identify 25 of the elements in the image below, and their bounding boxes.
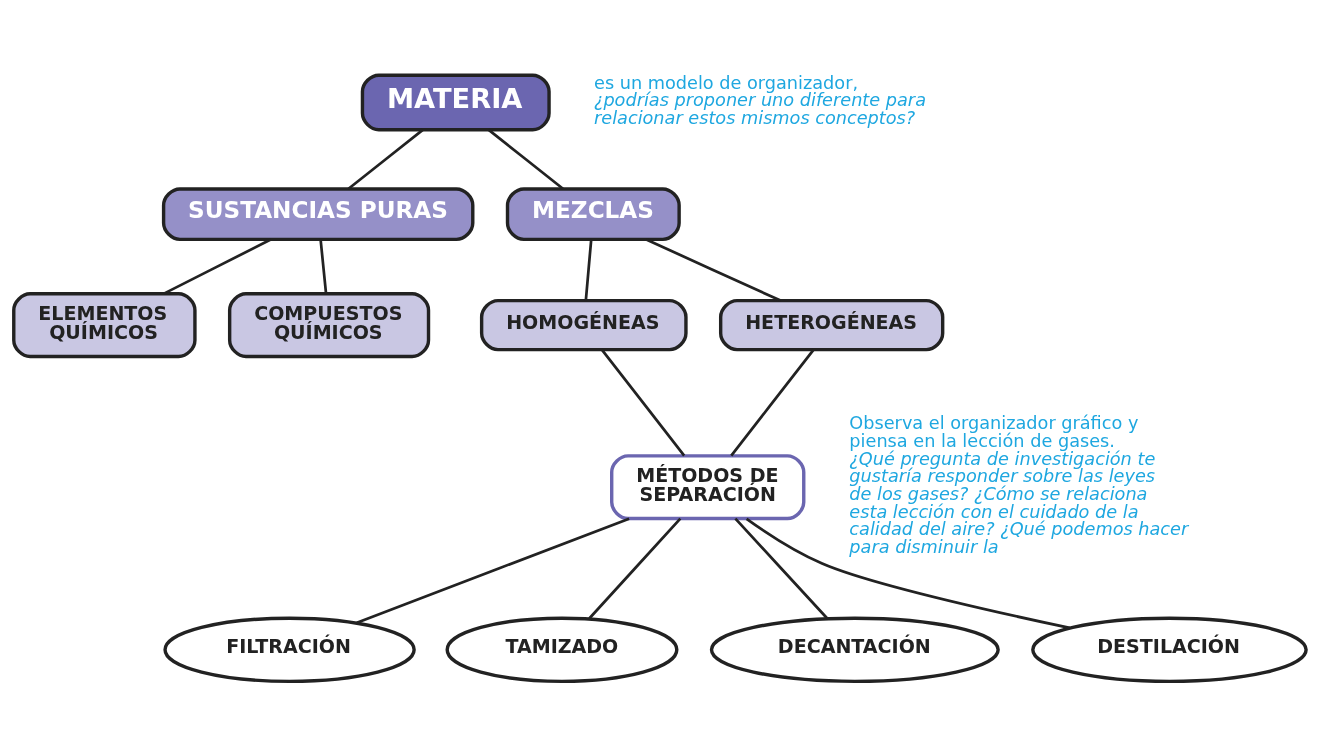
node-box: MEZCLAS xyxy=(505,187,681,242)
node-box: COMPUESTOS QUÍMICOS xyxy=(227,292,431,359)
node-box: SUSTANCIAS PURAS xyxy=(161,187,475,242)
connector xyxy=(584,239,593,301)
connector xyxy=(734,517,829,620)
connector xyxy=(347,128,424,190)
label: Observa el organizador gráfico y piensa en la lección de gases. xyxy=(849,413,1139,451)
node-box: ELEMENTOS QUÍMICOS xyxy=(12,292,197,359)
node-ellipse: DECANTACIÓN xyxy=(709,616,1000,684)
node-box: MÉTODOS DE SEPARACIÓN xyxy=(610,454,806,521)
connector xyxy=(163,238,272,295)
connector xyxy=(730,348,815,457)
node-box: MATERIA xyxy=(360,73,551,132)
node-ellipse: FILTRACIÓN xyxy=(163,616,416,684)
node-ellipse: TAMIZADO xyxy=(445,616,679,684)
node-box: HOMOGÉNEAS xyxy=(479,298,688,352)
connector xyxy=(487,128,564,190)
connector xyxy=(588,517,682,620)
connector xyxy=(745,517,1070,630)
node-box: HETEROGÉNEAS xyxy=(718,298,945,352)
connector xyxy=(356,517,630,624)
connector xyxy=(600,348,686,457)
connector xyxy=(319,239,328,294)
node-ellipse: DESTILACIÓN xyxy=(1031,616,1308,684)
connector xyxy=(645,238,782,302)
